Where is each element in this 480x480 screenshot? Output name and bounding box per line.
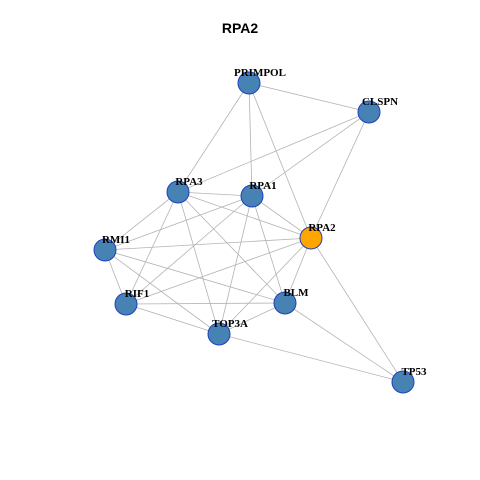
- edge-clspn-rpa3: [177, 111, 370, 193]
- edge-top3a-tp53: [218, 333, 404, 383]
- edge-clspn-rpa1: [251, 111, 370, 197]
- edge-layer: [104, 82, 404, 383]
- node-blm: BLM: [273, 287, 309, 315]
- edge-rmi1-top3a: [104, 249, 220, 335]
- node-label-top3a: TOP3A: [212, 318, 248, 330]
- node-rpa1: RPA1: [240, 180, 277, 208]
- edge-rpa2-rmi1: [104, 237, 312, 251]
- edge-rpa2-top3a: [218, 237, 312, 335]
- edge-blm-tp53: [284, 302, 404, 383]
- edge-rpa3-rif1: [125, 191, 179, 305]
- edge-rpa3-rpa2: [177, 191, 312, 239]
- node-circle-primpol: [237, 71, 261, 95]
- node-label-rpa1: RPA1: [249, 180, 276, 192]
- node-label-blm: BLM: [283, 287, 309, 299]
- node-circle-rpa1: [240, 184, 264, 208]
- node-label-primpol: PRIMPOL: [234, 67, 286, 79]
- edge-rif1-blm: [125, 302, 286, 305]
- node-label-rpa2: RPA2: [308, 222, 336, 234]
- node-top3a: TOP3A: [207, 318, 248, 346]
- node-circle-rpa3: [166, 180, 190, 204]
- edge-rpa3-blm: [177, 191, 286, 304]
- edge-rpa1-rpa2: [251, 195, 312, 239]
- edge-primpol-rpa3: [177, 82, 250, 193]
- node-label-tp53: TP53: [401, 366, 427, 378]
- node-rpa3: RPA3: [166, 176, 203, 204]
- node-circle-tp53: [391, 370, 415, 394]
- edge-blm-top3a: [218, 302, 286, 335]
- node-rmi1: RMI1: [93, 234, 130, 262]
- node-circle-rpa2: [299, 226, 323, 250]
- edge-rpa2-blm: [284, 237, 312, 304]
- node-label-rpa3: RPA3: [175, 176, 203, 188]
- edge-rmi1-blm: [104, 249, 286, 304]
- node-circle-rif1: [114, 292, 138, 316]
- edge-rpa2-rif1: [125, 237, 312, 305]
- node-tp53: TP53: [391, 366, 427, 394]
- edge-rpa1-blm: [251, 195, 286, 304]
- edge-primpol-rpa1: [248, 82, 253, 197]
- edge-rpa1-rif1: [125, 195, 253, 305]
- node-rpa2: RPA2: [299, 222, 336, 250]
- edge-rpa1-rmi1: [104, 195, 253, 251]
- node-circle-top3a: [207, 322, 231, 346]
- node-circle-blm: [273, 291, 297, 315]
- node-label-rif1: RIF1: [125, 288, 149, 300]
- node-clspn: CLSPN: [357, 96, 398, 124]
- edge-rpa2-tp53: [310, 237, 404, 383]
- node-label-clspn: CLSPN: [362, 96, 398, 108]
- edge-rpa3-rpa1: [177, 191, 253, 197]
- edge-rpa3-rmi1: [104, 191, 179, 251]
- edge-rpa3-top3a: [177, 191, 220, 335]
- node-circle-rmi1: [93, 238, 117, 262]
- edge-primpol-clspn: [248, 82, 370, 113]
- edge-rif1-top3a: [125, 303, 220, 335]
- node-label-rmi1: RMI1: [102, 234, 130, 246]
- node-primpol: PRIMPOL: [234, 67, 286, 95]
- node-rif1: RIF1: [114, 288, 149, 316]
- chart-title: RPA2: [221, 20, 259, 36]
- edge-primpol-rpa2: [248, 82, 312, 239]
- node-circle-clspn: [357, 100, 381, 124]
- edge-clspn-rpa2: [310, 111, 370, 239]
